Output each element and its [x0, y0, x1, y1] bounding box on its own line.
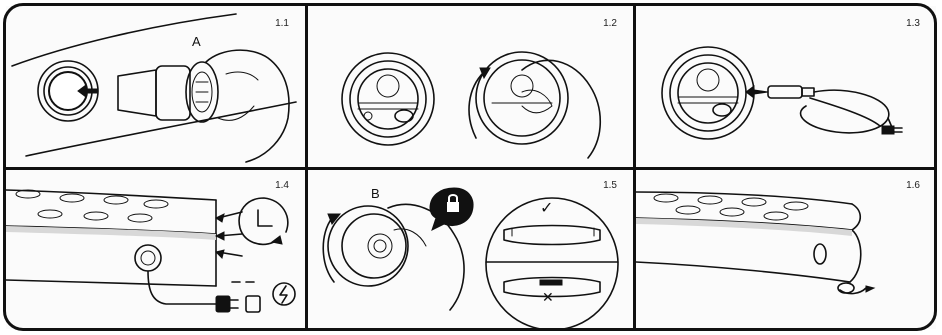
- connect-cord-illustration: [636, 6, 936, 167]
- lock-icon: [430, 188, 473, 230]
- inflate-mattress-illustration: [6, 170, 305, 329]
- step-letter: A: [192, 34, 201, 49]
- power-cord-icon: [768, 86, 902, 134]
- mattress: [636, 192, 861, 282]
- step-number: 1.1: [275, 18, 289, 29]
- lock-valve-illustration: [308, 170, 633, 329]
- coiled-cord-icon: [838, 283, 874, 294]
- divider-vertical-2: [633, 3, 636, 331]
- panel-1-2: 1.2: [308, 6, 633, 167]
- arrows-icon: [216, 212, 242, 258]
- step-number: 1.3: [906, 18, 920, 29]
- check-cross-circle: [486, 198, 618, 329]
- valve-cap-rotate-illustration: [308, 6, 633, 167]
- check-icon: ✓: [540, 198, 553, 217]
- timer-icon: [239, 198, 288, 244]
- panel-1-1: A 1.1: [6, 6, 305, 167]
- plug-icon: [148, 271, 260, 312]
- step-number: 1.2: [603, 18, 617, 29]
- mattress: [6, 190, 216, 286]
- valve-front: [662, 47, 754, 139]
- panel-1-5: B ✓ ✕ 1.5: [308, 170, 633, 329]
- pump-icon: [118, 62, 218, 122]
- step-number: 1.4: [275, 180, 289, 191]
- step-letter: B: [371, 186, 380, 201]
- panel-1-4: 1.4: [6, 170, 305, 329]
- panel-1-6: 1.6: [636, 170, 936, 329]
- divider-vertical-1: [305, 3, 308, 331]
- valve-turning: [328, 206, 408, 286]
- panel-1-3: 1.3: [636, 6, 936, 167]
- lightning-icon: [273, 283, 295, 305]
- inflated-mattress-illustration: [636, 170, 936, 329]
- step-number: 1.6: [906, 180, 920, 191]
- divider-horizontal: [3, 167, 937, 170]
- step-number: 1.5: [603, 180, 617, 191]
- valve-insert-pump-illustration: [6, 6, 305, 167]
- cross-icon: ✕: [542, 290, 554, 306]
- valve-turning: [476, 52, 568, 144]
- valve-front: [342, 53, 434, 145]
